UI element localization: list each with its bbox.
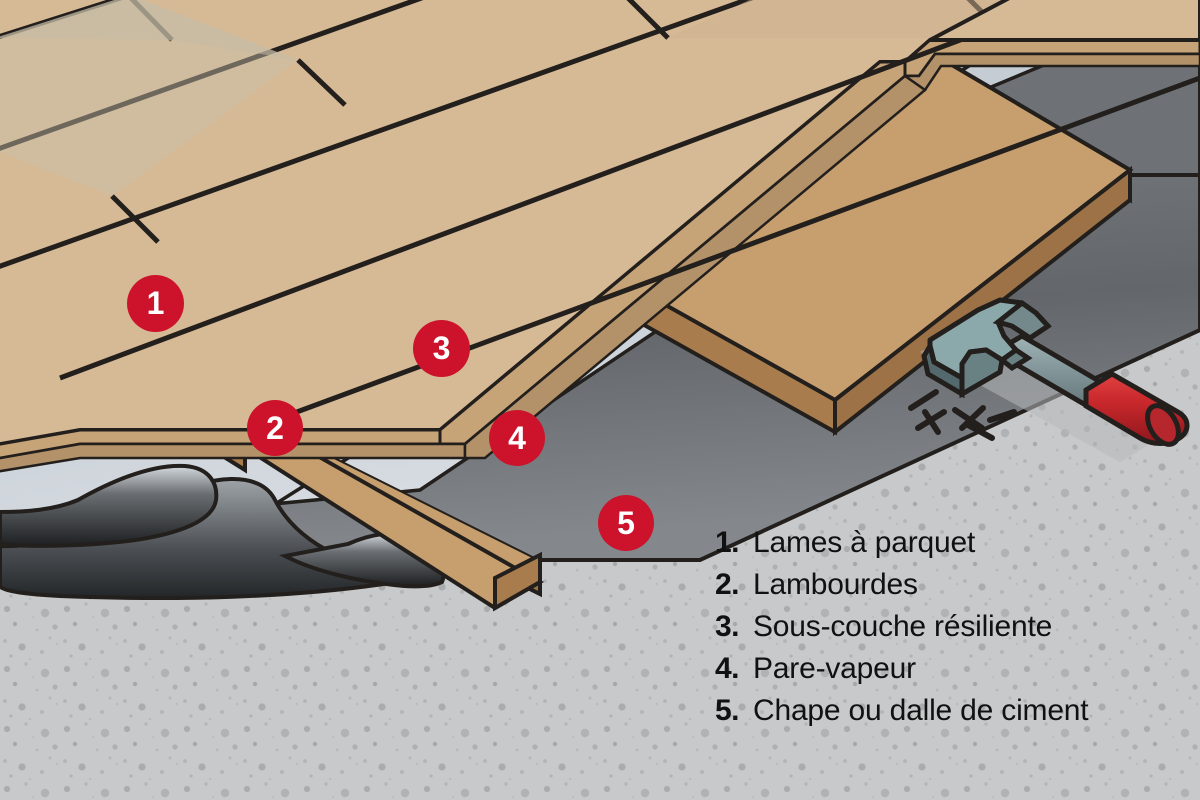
legend-item-2: 2. Lambourdes	[715, 568, 1185, 602]
legend-item-1-label: Lames à parquet	[753, 526, 976, 559]
badge-2-number: 2	[266, 409, 284, 446]
legend-item-2-label: Lambourdes	[753, 568, 918, 601]
legend-item-4-label: Pare-vapeur	[753, 652, 916, 685]
legend-item-4-number: 4.	[715, 652, 740, 685]
badge-2[interactable]: 2	[247, 400, 303, 456]
badge-3-number: 3	[432, 330, 451, 366]
nails-icon	[908, 389, 1017, 441]
parquet-planks-layer	[0, 0, 1200, 473]
legend-item-2-number: 2.	[715, 568, 740, 601]
legend-list: 1. Lames à parquet 2. Lambourdes 3. Sous…	[715, 526, 1185, 736]
legend-item-5-label: Chape ou dalle de ciment	[753, 694, 1089, 727]
legend-item-3: 3. Sous-couche résiliente	[715, 610, 1185, 644]
badge-3[interactable]: 3	[413, 320, 470, 377]
legend-item-3-number: 3.	[715, 610, 740, 643]
legend-item-3-label: Sous-couche résiliente	[753, 610, 1053, 643]
legend-item-5-number: 5.	[715, 694, 740, 727]
badge-5-number: 5	[617, 504, 635, 541]
legend-item-4: 4. Pare-vapeur	[715, 652, 1185, 686]
legend-item-1-number: 1.	[715, 526, 740, 559]
badge-4[interactable]: 4	[489, 410, 545, 466]
legend-item-1: 1. Lames à parquet	[715, 526, 1185, 560]
badge-1[interactable]: 1	[127, 275, 184, 332]
badge-5[interactable]: 5	[598, 495, 654, 551]
legend-item-5: 5. Chape ou dalle de ciment	[715, 694, 1185, 728]
hammer-icon	[920, 297, 1190, 462]
badge-1-number: 1	[146, 285, 165, 321]
badge-4-number: 4	[508, 419, 526, 456]
